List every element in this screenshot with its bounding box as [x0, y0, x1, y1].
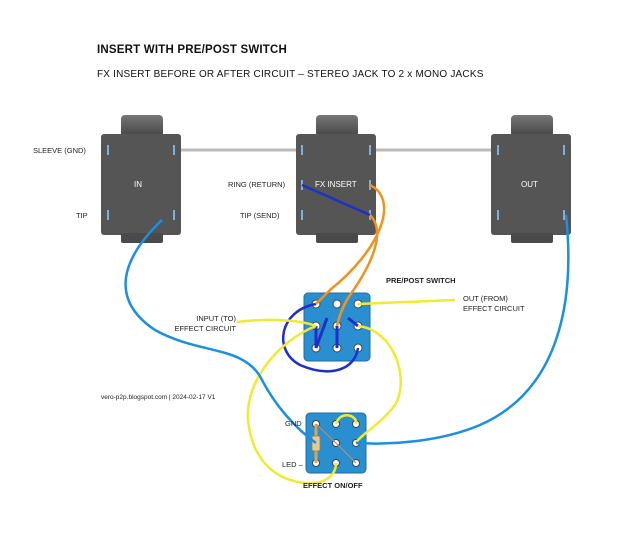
jack-out — [491, 115, 571, 243]
credit-label: vero-p2p.blogspot.com | 2024-02-17 V1 — [101, 394, 216, 401]
wire-blue-out-tip — [355, 214, 570, 445]
wire-dark-blue-ring-link — [301, 183, 371, 217]
input-to-line1: INPUT (TO) — [196, 314, 236, 323]
wire-dark-blue-switch-b — [335, 316, 359, 348]
tip-label: TIP — [76, 211, 88, 220]
wire-dark-blue-switch-loop — [282, 302, 360, 373]
jack-fx-insert — [296, 115, 376, 243]
effect-onoff-label: EFFECT ON/OFF — [303, 481, 363, 490]
wire-orange-ring — [315, 183, 386, 305]
tip-send-label: TIP (SEND) — [240, 211, 280, 220]
wire-orange-tip — [335, 214, 379, 327]
wire-yellow-out-from — [357, 298, 456, 306]
wire-yellow-input-to — [236, 318, 317, 328]
wire-yellow-input — [246, 324, 338, 485]
out-from-line1: OUT (FROM) — [463, 294, 508, 303]
diagram-title: INSERT WITH PRE/POST SWITCH — [97, 44, 288, 56]
wire-yellow-loop-right — [354, 324, 402, 444]
jack-in-label: IN — [134, 180, 142, 189]
wire-blue-in-tip — [124, 219, 317, 445]
sleeve-gnd-label: SLEEVE (GND) — [33, 146, 86, 155]
pre-post-switch-label: PRE/POST SWITCH — [386, 276, 456, 285]
wire-yellow-to-onoff — [334, 414, 358, 425]
jack-fx-label: FX INSERT — [315, 180, 357, 189]
jack-out-label: OUT — [521, 180, 538, 189]
out-from-label: OUT (FROM) EFFECT CIRCUIT — [463, 294, 525, 314]
led-minus-label: LED – — [282, 460, 303, 469]
ring-return-label: RING (RETURN) — [228, 180, 286, 189]
out-from-line2: EFFECT CIRCUIT — [463, 304, 525, 313]
input-to-line2: EFFECT CIRCUIT — [174, 324, 236, 333]
input-to-label: INPUT (TO) EFFECT CIRCUIT — [168, 314, 236, 334]
jack-in — [101, 115, 181, 243]
effect-onoff-switch — [305, 412, 367, 474]
wire-dark-blue-switch-a — [314, 317, 329, 349]
gnd-label: GND — [285, 419, 302, 428]
diagram-subtitle: FX INSERT BEFORE OR AFTER CIRCUIT – STER… — [97, 69, 484, 80]
